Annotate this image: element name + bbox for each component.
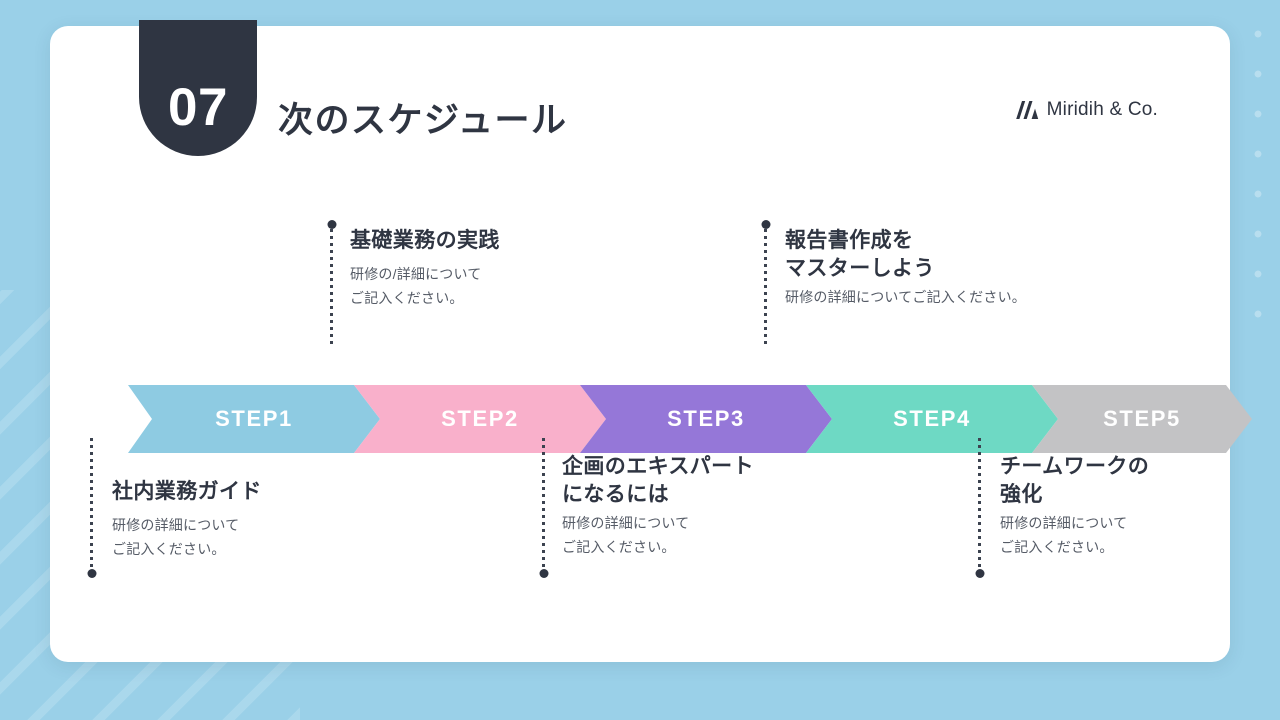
connector-dot-step1 (87, 569, 96, 578)
connector-line-step2 (327, 220, 336, 346)
connector-dot-step2 (327, 220, 336, 229)
brand-name: Miridih & Co. (1046, 99, 1158, 120)
brand-logo: Miridih & Co. (1013, 99, 1158, 121)
step-chevron-2[interactable]: STEP2 (354, 385, 606, 453)
content-card: 07 次のスケジュール Miridih & Co. STEP1 STEP2 ST… (50, 20, 1252, 662)
step-chevron-label-4: STEP4 (893, 406, 971, 431)
step-text-block-4: 報告書作成を マスターしよう 研修の詳細についてご記入ください。 (785, 227, 1095, 310)
step-chevron-1[interactable]: STEP1 (128, 385, 380, 453)
step-heading-3: 企画のエキスパート になるには (562, 455, 754, 507)
step-chevron-4[interactable]: STEP4 (806, 385, 1058, 453)
step-chevron-5[interactable]: STEP5 (1032, 385, 1252, 453)
connector-line-step5 (975, 438, 984, 578)
step-heading-1: 社内業務ガイド (112, 480, 262, 503)
step-text-block-3: 企画のエキスパート になるには 研修の詳細について ご記入ください。 (562, 453, 832, 559)
section-number-badge: 07 (139, 20, 257, 156)
connector-line-step3 (539, 438, 548, 578)
step-heading-5: チームワークの 強化 (1000, 455, 1150, 507)
step-heading-4: 報告書作成を マスターしよう (785, 229, 935, 281)
step-text-block-5: チームワークの 強化 研修の詳細について ご記入ください。 (1000, 453, 1230, 559)
step-body-1: 研修の詳細について ご記入ください。 (112, 517, 240, 557)
page-title: 次のスケジュール (278, 101, 568, 140)
connector-dot-step3 (539, 569, 548, 578)
step-text-block-1: 社内業務ガイド 研修の詳細について ご記入ください。 (112, 478, 352, 561)
step-text-block-2: 基礎業務の実践 研修の/詳細について ご記入ください。 (350, 227, 580, 310)
section-number: 07 (168, 78, 228, 137)
step-chevron-band: STEP1 STEP2 STEP3 STEP4 STEP5 (128, 385, 1252, 453)
connector-dot-step4 (761, 220, 770, 229)
step-body-5: 研修の詳細について ご記入ください。 (1000, 515, 1128, 555)
miridih-logo-icon (1015, 101, 1038, 119)
step-chevron-label-3: STEP3 (667, 406, 745, 431)
connector-dot-step5 (975, 569, 984, 578)
connector-line-step1 (87, 438, 96, 578)
step-body-3: 研修の詳細について ご記入ください。 (562, 515, 690, 555)
step-chevron-3[interactable]: STEP3 (580, 385, 832, 453)
step-heading-2: 基礎業務の実践 (350, 229, 500, 252)
step-chevron-label-5: STEP5 (1103, 406, 1181, 431)
step-body-2: 研修の/詳細について ご記入ください。 (350, 266, 482, 306)
connector-line-step4 (761, 220, 770, 346)
step-body-4: 研修の詳細についてご記入ください。 (785, 289, 1026, 306)
step-chevron-label-1: STEP1 (215, 406, 293, 431)
step-chevron-label-2: STEP2 (441, 406, 519, 431)
